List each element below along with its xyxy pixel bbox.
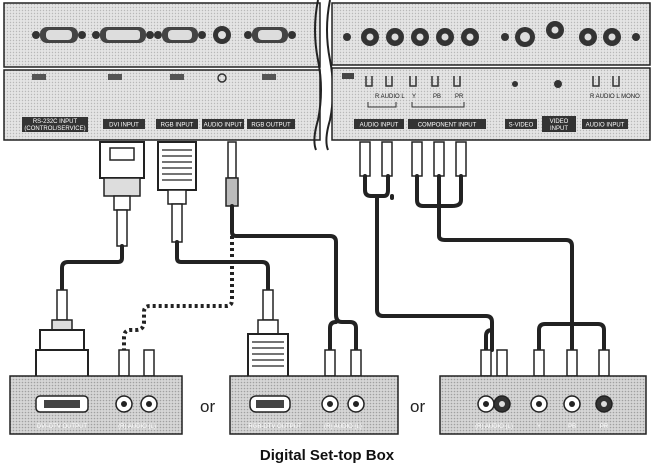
rgb-output-label: RGB OUTPUT <box>251 123 291 129</box>
audio-rl-label-2: (R) AUDIO (L) <box>324 424 362 430</box>
audio-plug-top <box>225 141 239 207</box>
dvi-port-icon <box>92 27 154 43</box>
or-text-1: or <box>200 397 215 416</box>
tv-panel-right: R AUDIO L PB PR Y R AUDIO L MONO AUDIO I… <box>331 2 651 141</box>
rgb-input-label: RGB INPUT <box>161 123 194 129</box>
dvi-dtv-output-label: DVI-DTV OUTPUT <box>37 424 88 430</box>
rgb-plug-bottom <box>247 289 289 379</box>
cables <box>60 174 606 352</box>
audio-mono-marker: R AUDIO L MONO <box>590 94 640 100</box>
pb-marker: PB <box>433 94 441 100</box>
rgb-output-port-icon <box>244 27 296 43</box>
dotted-audio-cable <box>122 236 234 350</box>
rca-plugs-bottom <box>118 349 610 377</box>
caption-title: Digital Set-top Box <box>260 447 395 464</box>
component-input-label: COMPONENT INPUT <box>418 123 477 129</box>
audio-input-far-label: AUDIO INPUT <box>586 123 625 129</box>
s-video-label: S-VIDEO <box>509 123 534 129</box>
rs232c-port-icon <box>32 27 86 43</box>
component-plugs-top <box>359 141 467 177</box>
audio-input-right-label: AUDIO INPUT <box>360 123 399 129</box>
audio-jacks-far-icon <box>579 28 640 46</box>
rgb-plug-top <box>157 141 197 243</box>
audio-rl-label-1: (R) AUDIO (L) <box>118 424 156 430</box>
s-video-port-icon <box>515 27 535 47</box>
audio-rl-label-3: (R) AUDIO (L) <box>475 424 513 430</box>
settop-box-rgb: RGB-DTV OUTPUT (R) AUDIO (L) <box>229 375 399 435</box>
rs232c-label-line2: (CONTROL/SERVICE) <box>24 126 85 132</box>
pb-label: PB <box>568 424 576 430</box>
video-input-label-2: INPUT <box>550 126 568 132</box>
audio-jack-icon <box>213 26 231 44</box>
rgb-port-icon <box>154 27 206 43</box>
or-text-2: or <box>410 397 425 416</box>
settop-box-component: (R) AUDIO (L) Y PB PR <box>439 375 647 435</box>
pr-label: PR <box>600 424 609 430</box>
y-label: Y <box>537 424 541 430</box>
rca-jacks-top-icon <box>343 28 509 46</box>
audio-input-label: AUDIO INPUT <box>204 123 243 129</box>
y-marker: Y <box>412 94 416 100</box>
rgb-dtv-output-label: RGB-DTV OUTPUT <box>248 424 302 430</box>
settop-box-dvi: DVI-DTV OUTPUT (R) AUDIO (L) <box>9 375 183 435</box>
rs232c-label-line1: RS-232C INPUT <box>33 119 78 125</box>
video-jack-icon <box>546 21 564 39</box>
video-input-label-1: VIDEO <box>550 119 569 125</box>
pr-marker: PR <box>455 94 464 100</box>
audio-lr-marker: R AUDIO L <box>375 94 405 100</box>
tv-panel-left: RS-232C INPUT (CONTROL/SERVICE) DVI INPU… <box>3 2 321 141</box>
dvi-input-label: DVI INPUT <box>109 123 139 129</box>
dvi-plug-top <box>99 141 145 247</box>
dvi-plug-bottom <box>35 289 89 385</box>
